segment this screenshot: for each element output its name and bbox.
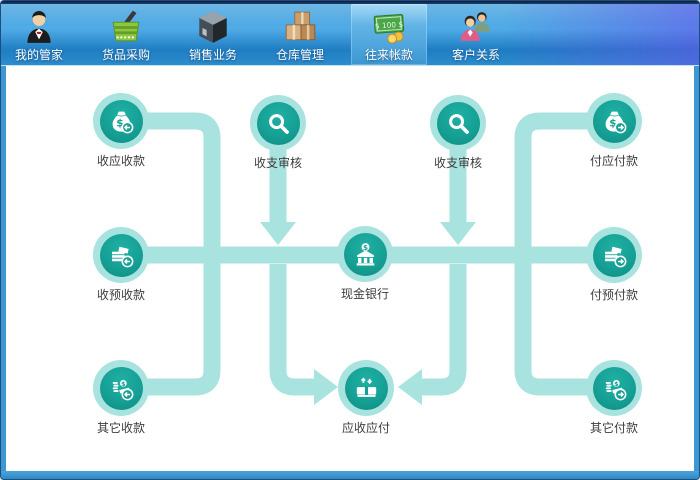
svg-text:$: $	[614, 380, 618, 387]
window-bottom-strip	[1, 471, 699, 479]
coins-receive-icon: $	[112, 379, 133, 400]
tab-warehouse-manage[interactable]: 仓库管理	[262, 4, 338, 65]
tab-current-accounts[interactable]: $ 100 $ 往来帐款	[351, 4, 427, 65]
svg-text:$ 100 $: $ 100 $	[375, 20, 404, 31]
flow-node-label: 收支审核	[433, 156, 482, 170]
connector-audit-right-lower	[421, 264, 467, 396]
flow-node-label: 其它付款	[589, 421, 638, 435]
flow-node-receivable-payable[interactable]: 应收应付	[306, 360, 426, 435]
tab-customer-relations[interactable]: 客户关系	[438, 4, 514, 65]
banknotes-receive-icon	[111, 246, 133, 267]
flow-node-pay-payable[interactable]: $ 付应付款	[554, 93, 674, 168]
arrow-down-left-icon	[260, 222, 296, 245]
flow-node-other-payments[interactable]: $ 其它付款	[554, 360, 674, 435]
svg-text:$: $	[362, 243, 367, 252]
tab-goods-purchase[interactable]: 货品采购	[88, 4, 164, 65]
warehouse-boxes-icon	[285, 11, 316, 41]
window-title-strip	[1, 1, 699, 4]
sales-cube-icon	[199, 11, 227, 43]
tab-label: 仓库管理	[275, 48, 324, 62]
magnifier-icon	[448, 113, 469, 134]
svg-text:$: $	[609, 116, 616, 129]
main-toolbar: 我的管家 货品采购 销售业务	[1, 4, 699, 66]
magnifier-icon	[268, 113, 289, 134]
toolbar-tabs: 我的管家 货品采购 销售业务	[1, 4, 514, 65]
flow-node-label: 其它收款	[96, 421, 145, 435]
manager-person-icon	[27, 10, 51, 43]
flow-node-label: 付应付款	[589, 154, 638, 168]
tab-label: 我的管家	[14, 48, 63, 62]
flow-node-audit-right[interactable]: 收支审核	[398, 95, 518, 170]
tab-sales-business[interactable]: 销售业务	[175, 4, 251, 65]
flow-node-label: 收预收款	[96, 288, 145, 302]
accounts-banknote-icon: $ 100 $	[373, 13, 405, 44]
cash-transfer-icon	[356, 377, 376, 397]
coins-pay-icon: $	[605, 379, 626, 400]
flow-node-other-receipts[interactable]: $ 其它收款	[61, 360, 181, 435]
svg-text:$: $	[121, 380, 125, 387]
banknotes-pay-icon	[604, 246, 626, 267]
flow-node-cash-bank[interactable]: $ 现金银行	[305, 226, 425, 301]
flow-node-label: 付预付款	[589, 288, 638, 302]
money-bag-receive-icon: $	[112, 111, 133, 133]
money-bag-pay-icon: $	[605, 111, 626, 133]
flow-node-audit-left[interactable]: 收支审核	[218, 95, 338, 170]
tab-label: 销售业务	[188, 48, 237, 62]
tab-label: 货品采购	[101, 48, 150, 62]
tab-my-manager[interactable]: 我的管家	[1, 4, 77, 65]
svg-text:$: $	[116, 116, 123, 129]
arrow-down-right-icon	[440, 222, 476, 245]
flow-node-receive-receivable[interactable]: $ 收应收款	[61, 93, 181, 168]
tab-label: 客户关系	[451, 48, 500, 62]
flow-node-label: 现金银行	[340, 287, 389, 301]
flow-node-receive-advance[interactable]: 收预收款	[61, 227, 181, 302]
flow-node-label: 收支审核	[253, 156, 302, 170]
tab-label: 往来帐款	[364, 48, 413, 62]
flow-node-pay-advance[interactable]: 付预付款	[554, 227, 674, 302]
purchase-basket-icon	[112, 10, 140, 42]
flow-node-label: 应收应付	[341, 421, 390, 435]
flow-node-label: 收应收款	[96, 154, 145, 168]
customers-people-icon	[460, 12, 490, 41]
bank-icon: $	[356, 243, 374, 266]
